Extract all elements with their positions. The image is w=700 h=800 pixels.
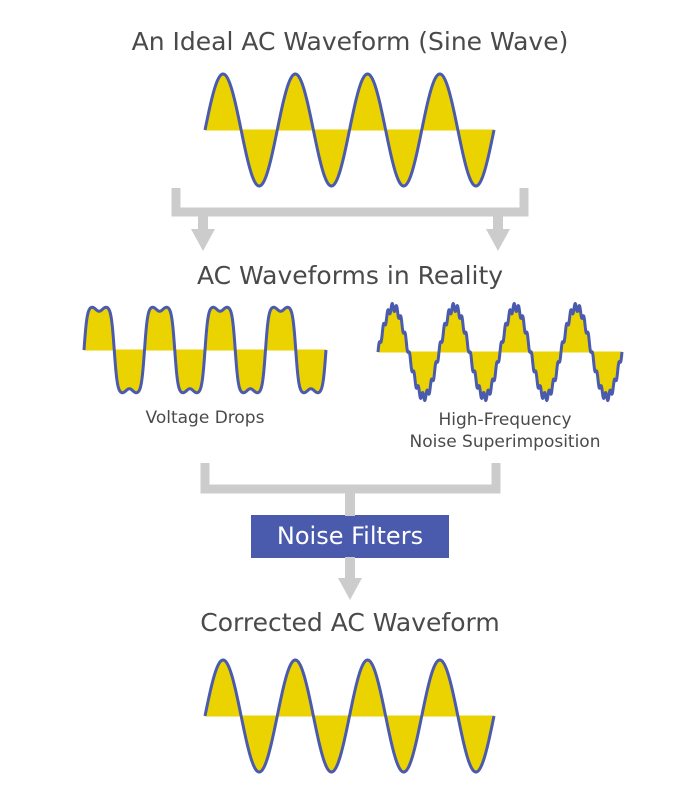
voltage-drops-wave <box>82 305 328 395</box>
title-reality-waveforms: AC Waveforms in Reality <box>196 261 504 290</box>
caption-noise-superimposition: High-Frequency Noise Superimposition <box>380 409 630 453</box>
noise-filters-box: Noise Filters <box>251 515 449 558</box>
corrected-sine-wave <box>203 658 496 774</box>
connector-top <box>171 188 529 251</box>
title-corrected-waveform: Corrected AC Waveform <box>200 608 500 637</box>
caption-voltage-drops-text: Voltage Drops <box>145 408 265 428</box>
wave-line <box>203 658 496 774</box>
caption-noise-line1: High-Frequency <box>438 410 572 430</box>
caption-noise-line2: Noise Superimposition <box>409 432 601 452</box>
connector-bottom <box>200 463 501 600</box>
ideal-sine-wave <box>203 72 496 188</box>
wave-line <box>82 305 328 395</box>
arrow-down-icon <box>338 578 362 600</box>
wave-line <box>376 301 624 403</box>
arrow-down-icon <box>191 229 215 251</box>
title-ideal-waveform: An Ideal AC Waveform (Sine Wave) <box>131 27 569 56</box>
arrow-down-icon <box>486 229 510 251</box>
caption-voltage-drops: Voltage Drops <box>95 407 315 429</box>
wave-line <box>203 72 496 188</box>
noise-superimposition-wave <box>376 301 624 403</box>
